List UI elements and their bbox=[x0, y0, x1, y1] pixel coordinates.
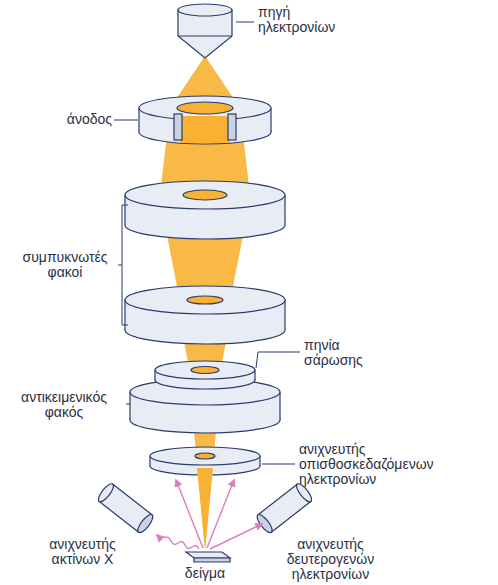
sample bbox=[186, 552, 230, 562]
part-label: ανιχνευτής δευτερογενών ηλεκτρονίων bbox=[268, 537, 393, 582]
bracket bbox=[118, 205, 128, 325]
anode bbox=[139, 96, 271, 144]
condenser-lens bbox=[125, 286, 285, 344]
part-label: πηνία σάρωσης bbox=[304, 338, 394, 368]
secondary-detector bbox=[255, 482, 314, 535]
part-label: ανιχνευτής οπισθοσκεδαζόμενων ηλεκτρονίω… bbox=[299, 442, 459, 487]
signal-arrows bbox=[157, 480, 262, 549]
electron-gun bbox=[178, 4, 232, 58]
part-label: συμπυκνωτές φακοί bbox=[14, 250, 116, 280]
part-label: ανιχνευτής ακτίνων X bbox=[30, 537, 135, 567]
xray-detector bbox=[96, 482, 155, 535]
part-label: αντικειμενικός φακός bbox=[4, 390, 124, 420]
part-label: δείγμα bbox=[165, 566, 245, 581]
condenser-lens bbox=[125, 181, 285, 239]
scan-coils bbox=[155, 361, 255, 389]
part-label: άνοδος bbox=[30, 112, 112, 127]
part-label: πηγή ηλεκτρονίων bbox=[258, 5, 353, 35]
leader-lines bbox=[114, 22, 300, 464]
